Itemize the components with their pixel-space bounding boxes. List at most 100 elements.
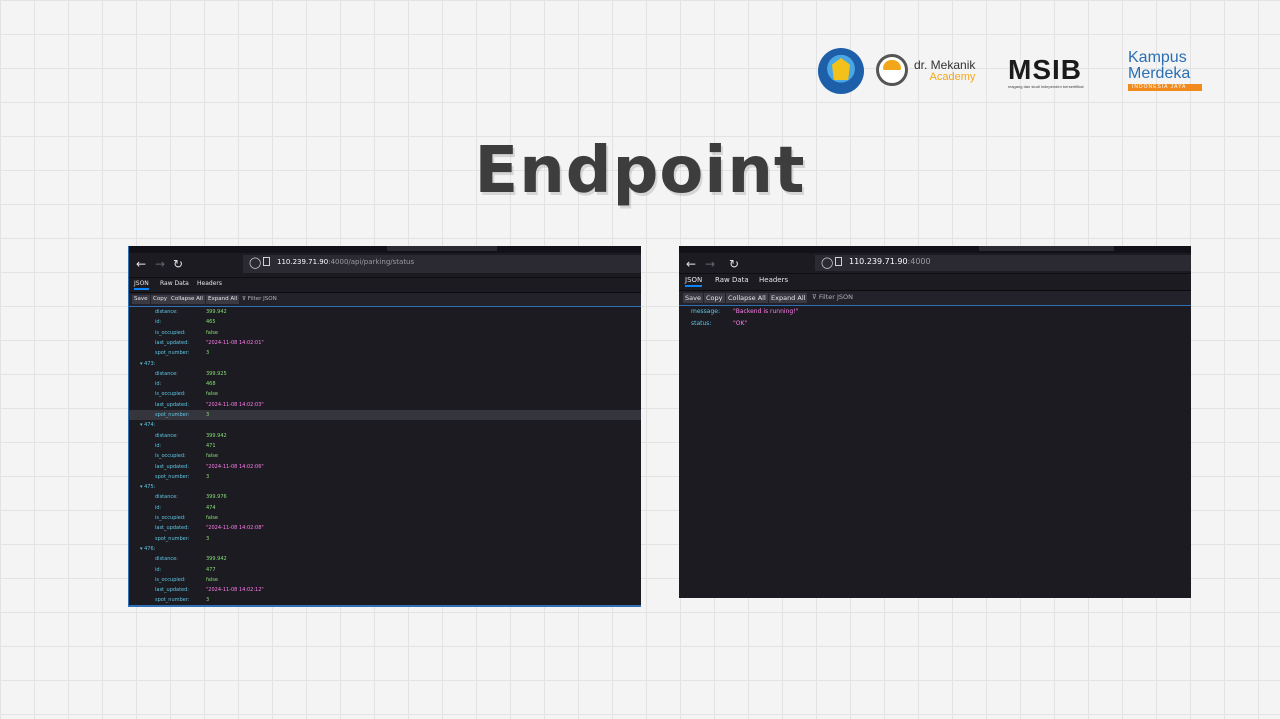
kampus-merdeka-logo: Kampus Merdeka INDONESIA JAYA: [1128, 50, 1202, 91]
dr-mekanik-logo-text: dr. Mekanik Academy: [914, 58, 975, 83]
expand-all-button[interactable]: Expand All: [769, 293, 808, 303]
json-key: spot_number:: [155, 350, 190, 357]
reload-icon[interactable]: ↻: [173, 257, 184, 271]
tut-wuri-handayani-logo: [818, 48, 864, 94]
json-value: "2024-11-08 14:02:06": [206, 463, 264, 470]
json-group-key[interactable]: ▾ 473:: [140, 360, 156, 367]
json-toolbar: Save Copy Collapse All Expand All ⊽ Filt…: [679, 291, 1191, 306]
json-key: distance:: [155, 370, 178, 377]
json-key: is_occupied:: [155, 576, 186, 583]
json-row: is_occupied: false: [129, 575, 641, 585]
msib-logo-text: MSIB: [1008, 54, 1082, 85]
json-value: "2024-11-08 14:02:12": [206, 587, 264, 594]
filter-json-input[interactable]: ⊽ Filter JSON: [242, 295, 277, 303]
tab-json[interactable]: JSON: [134, 280, 149, 290]
browser-tab[interactable]: [979, 246, 1114, 251]
shield-icon[interactable]: ◯: [249, 256, 262, 269]
json-row: id: 477: [129, 565, 641, 575]
json-group-key[interactable]: ▾ 476:: [140, 545, 156, 552]
kampus-band: INDONESIA JAYA: [1128, 84, 1202, 91]
json-key: message:: [691, 308, 720, 315]
json-value: "2024-11-08 14:02:01": [206, 339, 264, 346]
json-value: 474: [206, 504, 216, 511]
dr-mekanik-logo-icon: [876, 54, 908, 86]
json-row: spot_number:3: [129, 534, 641, 544]
back-arrow-icon[interactable]: ←: [686, 257, 697, 271]
collapse-all-button[interactable]: Collapse All: [726, 293, 768, 303]
expand-all-button[interactable]: Expand All: [206, 295, 240, 304]
json-toolbar: Save Copy Collapse All Expand All ⊽ Filt…: [129, 293, 641, 307]
url-bar[interactable]: ◯ 110.239.71.90:4000: [815, 255, 1191, 271]
json-group-row[interactable]: ▾ 473:: [129, 359, 641, 369]
json-row: status:"OK": [679, 318, 1191, 330]
back-arrow-icon[interactable]: ←: [136, 257, 147, 271]
json-key: id:: [155, 319, 162, 326]
collapse-all-button[interactable]: Collapse All: [169, 295, 205, 304]
kampus-line1: Kampus: [1128, 49, 1187, 66]
browser-tab[interactable]: [387, 246, 497, 251]
reload-icon[interactable]: ↻: [729, 257, 740, 271]
forward-arrow-icon[interactable]: →: [705, 257, 716, 271]
tab-headers[interactable]: Headers: [759, 276, 789, 284]
url-path: :4000/api/parking/status: [328, 258, 415, 266]
json-value: "Backend is running!": [733, 308, 799, 315]
json-row: last_updated: "2024-11-08 14:02:08": [129, 523, 641, 533]
json-group-row[interactable]: ▾ 476:: [129, 544, 641, 554]
json-group-row[interactable]: ▾ 475:: [129, 482, 641, 492]
copy-button[interactable]: Copy: [151, 295, 169, 304]
page-info-icon[interactable]: [835, 257, 842, 266]
json-row: is_occupied: false: [129, 513, 641, 523]
json-value: false: [206, 391, 218, 398]
json-group-key[interactable]: ▾ 474:: [140, 422, 156, 429]
url-bar[interactable]: ◯ 110.239.71.90:4000/api/parking/status: [243, 255, 641, 273]
tab-json[interactable]: JSON: [685, 276, 703, 287]
tab-raw-data[interactable]: Raw Data: [715, 276, 749, 284]
save-button[interactable]: Save: [683, 293, 703, 303]
json-group-key[interactable]: ▾ 475:: [140, 484, 156, 491]
json-key: is_occupied:: [155, 329, 186, 336]
save-button[interactable]: Save: [132, 295, 150, 304]
forward-arrow-icon[interactable]: →: [155, 257, 166, 271]
json-value: 3: [206, 473, 210, 480]
nav-bar: ← → ↻ ◯ 110.239.71.90:4000: [679, 253, 1191, 274]
json-key: last_updated:: [155, 525, 189, 532]
json-value: 477: [206, 566, 216, 573]
kampus-line2: Merdeka: [1128, 65, 1191, 82]
json-row: spot_number:3: [129, 410, 641, 420]
json-value: 3: [206, 412, 210, 418]
page-info-icon[interactable]: [263, 257, 270, 266]
json-row: distance:399.925: [129, 369, 641, 379]
json-key: last_updated:: [155, 339, 189, 346]
json-key: last_updated:: [155, 463, 189, 470]
filter-placeholder: Filter JSON: [247, 296, 277, 302]
filter-icon: ⊽: [242, 296, 248, 302]
tab-headers[interactable]: Headers: [197, 280, 222, 287]
json-row: spot_number: 3: [129, 348, 641, 358]
url-text: 110.239.71.90:4000: [849, 257, 931, 266]
json-group-row[interactable]: ▾ 474:: [129, 420, 641, 430]
json-value: 471: [206, 442, 216, 449]
json-value: 3: [206, 350, 210, 357]
copy-button[interactable]: Copy: [704, 293, 725, 303]
json-key: last_updated:: [155, 401, 189, 408]
slide-title: Endpoint: [474, 134, 806, 208]
json-key: is_occupied:: [155, 515, 186, 521]
json-row: is_occupied:false: [129, 328, 641, 338]
json-value: false: [206, 576, 218, 583]
json-row: id:474: [129, 503, 641, 513]
msib-logo-subtitle: magang dan studi independen bersertifika…: [1008, 84, 1084, 89]
json-value: false: [206, 515, 218, 521]
filter-json-input[interactable]: ⊽ Filter JSON: [812, 293, 853, 301]
json-key: is_occupied:: [155, 453, 186, 460]
json-viewer-tabs: JSON Raw Data Headers: [129, 278, 641, 293]
json-value: "2024-11-08 14:02:08": [206, 525, 264, 532]
json-key: id:: [155, 566, 162, 573]
json-row: is_occupied:false: [129, 451, 641, 461]
json-row: distance:399.942: [129, 307, 641, 317]
shield-icon[interactable]: ◯: [821, 256, 834, 269]
json-value: 3: [206, 535, 210, 542]
tab-raw-data[interactable]: Raw Data: [160, 280, 189, 287]
json-value: 399.942: [206, 432, 227, 439]
json-value: 465: [206, 319, 216, 326]
json-row: last_updated: "2024-11-08 14:02:06": [129, 462, 641, 472]
